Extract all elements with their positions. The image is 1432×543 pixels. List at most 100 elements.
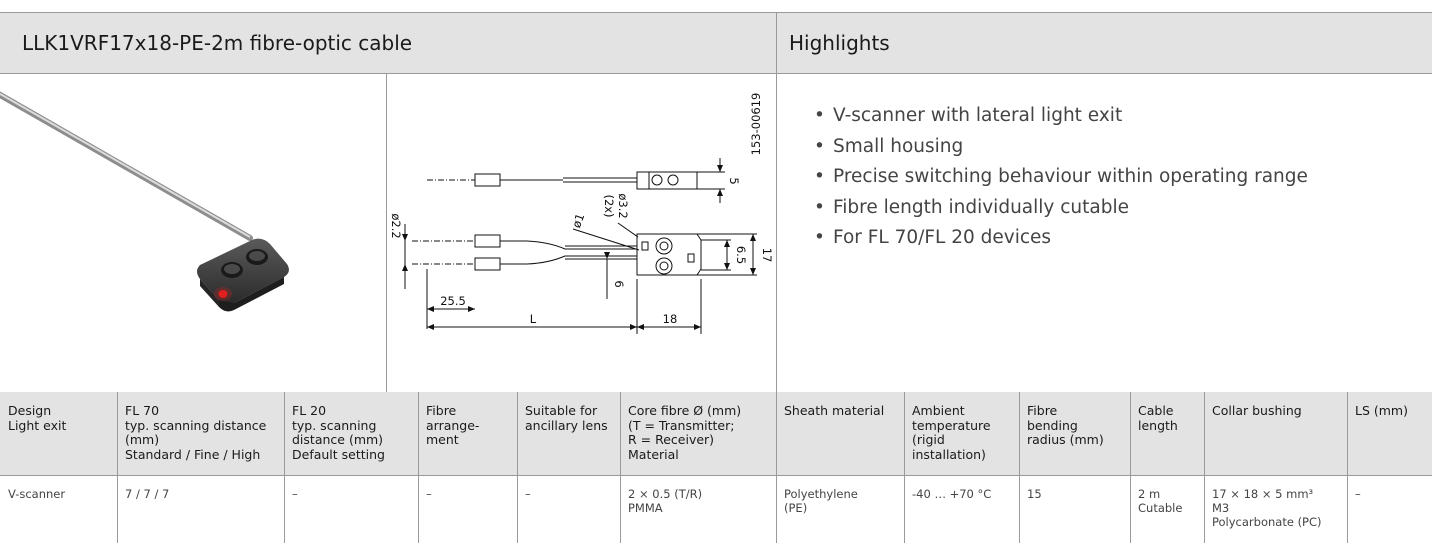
column-divider xyxy=(904,392,905,543)
highlight-item: •Fibre length individually cutable xyxy=(812,193,1308,224)
th-line: Sheath material xyxy=(784,403,885,418)
td-line: -40 … +70 °C xyxy=(912,487,992,501)
th-line: ment xyxy=(426,432,459,448)
th-line: Light exit xyxy=(8,417,67,433)
td-core-fibre: 2 × 0.5 (T/R)PMMA xyxy=(628,487,770,516)
technical-drawing: 153-00619 5 xyxy=(389,93,774,334)
highlights-header: Highlights xyxy=(777,12,1432,73)
th-collar-bushing: Collar bushing xyxy=(1212,403,1341,419)
th-line: temperature xyxy=(912,417,991,433)
divider-header xyxy=(0,73,1432,74)
th-line: FL 70 xyxy=(125,403,160,418)
th-line: arrange- xyxy=(426,417,480,433)
title-bar: LLK1VRF17x18-PE-2m fibre-optic cable xyxy=(0,12,776,73)
th-line: distance (mm) xyxy=(292,432,384,448)
th-line: typ. scanning distance xyxy=(125,417,267,433)
th-line: Default setting xyxy=(292,446,385,462)
td-line: V-scanner xyxy=(8,487,66,501)
th-line: radius (mm) xyxy=(1027,432,1104,448)
td-line: Cutable xyxy=(1138,500,1183,515)
column-divider xyxy=(1204,392,1205,543)
divider-top xyxy=(0,12,1432,13)
divider-images xyxy=(386,73,387,392)
bullet-icon: • xyxy=(814,196,825,218)
drawing-part-number: 153-00619 xyxy=(749,93,763,156)
dim-2x: (2x) xyxy=(602,194,616,217)
th-line: Design xyxy=(8,403,52,418)
td-fibre-arrangement: – xyxy=(426,487,511,502)
th-core-fibre: Core fibre Ø (mm)(T = Transmitter;R = Re… xyxy=(628,403,770,462)
th-line: (mm) xyxy=(125,432,160,448)
th-line: ancillary lens xyxy=(525,417,608,433)
dim-o2-2: ø2.2 xyxy=(389,213,403,238)
column-divider xyxy=(117,392,118,543)
td-sheath-material: Polyethylene(PE) xyxy=(784,487,898,516)
td-line: – xyxy=(1355,487,1361,501)
td-line: 2 × 0.5 (T/R) xyxy=(628,487,703,501)
highlight-item: •For FL 70/FL 20 devices xyxy=(812,223,1308,254)
divider-main xyxy=(776,12,777,543)
th-line: R = Receiver) xyxy=(628,432,715,448)
column-divider xyxy=(517,392,518,543)
highlight-item: •Small housing xyxy=(812,132,1308,163)
dim-17: 17 xyxy=(760,248,774,263)
highlight-item: • V-scanner with lateral light exit xyxy=(812,101,1308,132)
bullet-icon: • xyxy=(814,166,825,187)
highlight-text: V-scanner with lateral light exit xyxy=(833,105,1123,126)
td-line: 17 × 18 × 5 mm³ xyxy=(1212,487,1314,501)
dim-o1: ø1 xyxy=(569,211,587,229)
td-fl20: – xyxy=(292,487,412,502)
column-divider xyxy=(1019,392,1020,543)
highlights-title: Highlights xyxy=(789,30,890,55)
th-sheath-material: Sheath material xyxy=(784,403,898,419)
led-icon xyxy=(218,290,228,298)
td-line: PMMA xyxy=(628,500,663,515)
dim-18: 18 xyxy=(663,312,678,326)
th-line: LS (mm) xyxy=(1355,403,1408,418)
column-divider xyxy=(1130,392,1131,543)
highlight-item: • Precise switching behaviour within oper… xyxy=(812,162,1308,193)
column-divider xyxy=(418,392,419,543)
bullet-icon: • xyxy=(814,227,825,248)
dim-6-5: 6.5 xyxy=(734,246,748,264)
divider-table-head xyxy=(0,475,1432,476)
sensor-housing xyxy=(197,238,289,312)
td-line: Polyethylene xyxy=(784,487,858,501)
th-line: Cable xyxy=(1138,403,1174,418)
column-divider xyxy=(1347,392,1348,543)
th-line: bending xyxy=(1027,417,1078,433)
th-line: (T = Transmitter; xyxy=(628,417,735,433)
bullet-icon: • xyxy=(814,105,825,126)
th-line: Core fibre Ø (mm) xyxy=(628,403,742,418)
td-line: 2 m xyxy=(1138,487,1161,501)
td-ls: – xyxy=(1355,487,1426,502)
td-fl70: 7 / 7 / 7 xyxy=(125,487,278,502)
column-divider xyxy=(284,392,285,543)
td-line: M3 xyxy=(1212,500,1230,515)
th-line: Collar bushing xyxy=(1212,403,1302,418)
th-line: typ. scanning xyxy=(292,417,377,433)
highlights-list: • V-scanner with lateral light exit •Small… xyxy=(812,101,1308,254)
th-line: Suitable for xyxy=(525,403,598,418)
td-design: V-scanner xyxy=(8,487,111,502)
td-line: – xyxy=(525,487,531,501)
dim-o3-2: ø3.2 xyxy=(616,193,630,218)
th-line: Fibre xyxy=(426,403,457,418)
highlight-text: Precise switching behaviour within opera… xyxy=(833,166,1308,187)
dim-l: L xyxy=(530,312,537,326)
th-ls: LS (mm) xyxy=(1355,403,1426,419)
td-ambient-temperature: -40 … +70 °C xyxy=(912,487,1013,502)
th-line: length xyxy=(1138,417,1178,433)
th-line: Material xyxy=(628,446,679,462)
td-ancillary-lens: – xyxy=(525,487,614,502)
td-line: Polycarbonate (PC) xyxy=(1212,514,1322,529)
dim-6: 6 xyxy=(612,280,626,287)
td-line: – xyxy=(426,487,432,501)
